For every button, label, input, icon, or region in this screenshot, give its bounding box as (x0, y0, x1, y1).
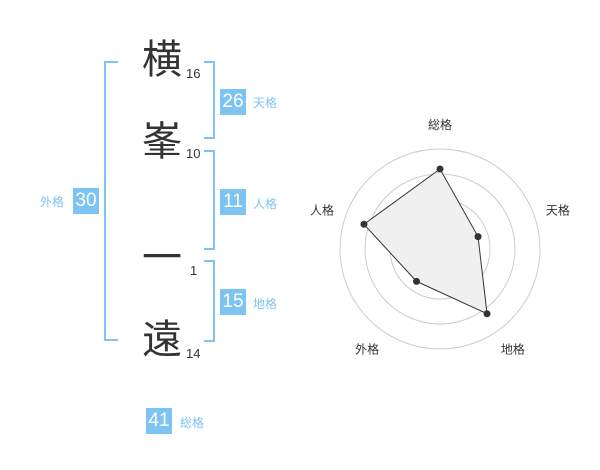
name-char-1: 横 (142, 37, 182, 83)
chikaku-bracket-vertical (213, 260, 215, 342)
soukaku-label: 総格 (180, 416, 205, 430)
gaikaku-label: 外格 (40, 195, 65, 209)
tenkaku-bracket-vertical (213, 61, 215, 139)
radar-axis-label-3: 地格 (501, 341, 525, 356)
name-char-2: 峯 (142, 119, 182, 165)
soukaku-value-badge: 41 (146, 408, 172, 434)
chikaku-label: 地格 (253, 297, 278, 311)
gaikaku-bracket-bottom (104, 339, 118, 341)
chikaku-value-badge: 15 (220, 289, 246, 315)
radar-axis-label-4: 外格 (355, 341, 379, 356)
jinkaku-label: 人格 (253, 197, 278, 211)
radar-point-4 (412, 277, 420, 285)
radar-edge-1 (439, 168, 479, 237)
name-char-3: 一 (142, 235, 182, 281)
radar-point-2 (474, 233, 482, 241)
gaikaku-bracket-top (104, 61, 118, 63)
radar-edge-3 (416, 280, 488, 315)
chikaku-bracket-top (204, 260, 215, 262)
name-char-4: 遠 (142, 317, 182, 363)
gaikaku-value-badge: 30 (73, 188, 99, 214)
stroke-count-4: 14 (186, 346, 201, 361)
tenkaku-bracket-top (204, 61, 215, 63)
jinkaku-bracket-vertical (213, 150, 215, 250)
radar-area (363, 169, 488, 314)
tenkaku-label: 天格 (253, 96, 278, 110)
radar-point-1 (436, 165, 444, 173)
gaikaku-bracket-vertical (104, 61, 106, 341)
radar-point-3 (483, 310, 491, 318)
radar-axis-label-1: 総格 (428, 117, 452, 132)
stroke-count-3: 1 (190, 263, 198, 278)
tenkaku-value-badge: 26 (220, 89, 246, 115)
radar-point-5 (360, 220, 368, 228)
jinkaku-bracket-top (204, 150, 215, 152)
radar-edge-2 (477, 236, 488, 314)
radar-axis-label-5: 人格 (310, 203, 334, 218)
radar-edge-4 (363, 223, 417, 282)
chikaku-bracket-bottom (204, 340, 215, 342)
jinkaku-value-badge: 11 (220, 189, 246, 215)
stroke-count-1: 16 (186, 66, 201, 81)
radar-ring-4 (339, 148, 541, 350)
jinkaku-bracket-bottom (204, 248, 215, 250)
radar-edge-5 (363, 168, 441, 225)
radar-axis-label-2: 天格 (546, 203, 570, 218)
tenkaku-bracket-bottom (204, 137, 215, 139)
stroke-count-2: 10 (186, 146, 201, 161)
